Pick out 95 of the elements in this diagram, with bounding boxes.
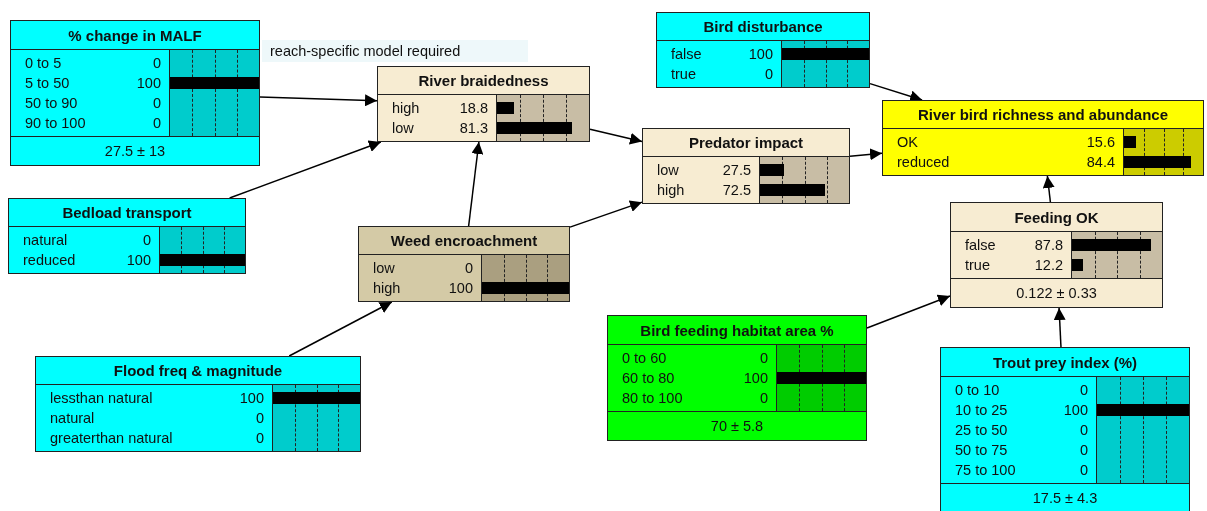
state-value: 0 — [255, 410, 264, 426]
state-label: low — [392, 120, 414, 136]
node-box — [35, 356, 361, 452]
state-value: 100 — [136, 75, 161, 91]
summary-value: 27.5 ± 13 — [104, 143, 166, 159]
state-label: 10 to 25 — [955, 402, 1008, 418]
state-label: 0 to 5 — [25, 55, 62, 71]
state-value: 0 — [1079, 422, 1088, 438]
state-value: 0 — [152, 55, 161, 71]
node-title: Flood freq & magnitude — [113, 362, 283, 379]
node-box — [940, 347, 1190, 511]
node-title: River bird richness and abundance — [917, 106, 1169, 123]
state-label: low — [657, 162, 679, 178]
state-label: 80 to 100 — [622, 390, 683, 406]
arrow — [288, 301, 393, 357]
state-label: reduced — [23, 252, 76, 268]
arrow — [1053, 307, 1066, 348]
state-value: 0 — [759, 390, 768, 406]
state-label: natural — [23, 232, 68, 248]
node-box — [607, 315, 867, 441]
arrow — [589, 128, 643, 145]
state-value: 100 — [743, 370, 768, 386]
node-box — [358, 226, 570, 302]
state-label: true — [671, 66, 696, 82]
state-value: 81.3 — [459, 120, 488, 136]
state-value: 0 — [152, 115, 161, 131]
state-value: 0 — [142, 232, 151, 248]
state-value: 100 — [239, 390, 264, 406]
summary-value: 17.5 ± 4.3 — [1032, 490, 1098, 506]
node-title: Predator impact — [688, 134, 804, 151]
arrow — [849, 148, 883, 161]
state-value: 100 — [126, 252, 151, 268]
node-title: Bird feeding habitat area % — [640, 321, 834, 339]
state-label: 75 to 100 — [955, 462, 1016, 478]
summary-value: 0.122 ± 0.33 — [1016, 285, 1097, 301]
state-label: 90 to 100 — [25, 115, 86, 131]
note-label: reach-specific model required — [262, 40, 528, 62]
state-label: greaterthan natural — [50, 430, 173, 446]
node-title: % change in MALF — [68, 26, 202, 44]
state-label: OK — [897, 134, 918, 150]
state-label: high — [392, 100, 420, 116]
state-value: 100 — [448, 280, 473, 296]
state-value: 72.5 — [722, 182, 751, 198]
arrow — [569, 200, 643, 228]
state-value: 0 — [759, 350, 768, 366]
summary-value: 70 ± 5.8 — [710, 418, 764, 434]
arrow — [228, 140, 382, 199]
state-value: 0 — [764, 66, 773, 82]
node-box — [642, 128, 850, 204]
state-value: 0 — [464, 260, 473, 276]
state-label: false — [965, 237, 996, 253]
state-label: reduced — [897, 154, 950, 170]
node-box — [656, 12, 870, 88]
node-title: Weed encroachment — [390, 232, 538, 249]
state-value: 0 — [255, 430, 264, 446]
state-label: high — [373, 280, 401, 296]
state-value: 100 — [1063, 402, 1088, 418]
node-title: River braidedness — [418, 72, 549, 89]
state-value: 0 — [152, 95, 161, 111]
node-title: Trout prey index (%) — [992, 353, 1138, 371]
state-value: 87.8 — [1034, 237, 1063, 253]
node-box — [10, 20, 260, 166]
state-label: low — [373, 260, 395, 276]
state-label: false — [671, 46, 702, 62]
state-label: 60 to 80 — [622, 370, 675, 386]
state-label: 0 to 10 — [955, 382, 1000, 398]
state-label: true — [965, 257, 990, 273]
state-label: lessthan natural — [50, 390, 153, 406]
node-box — [377, 66, 590, 142]
arrow — [259, 94, 378, 107]
state-value: 18.8 — [459, 100, 488, 116]
node-box — [8, 198, 246, 274]
state-label: high — [657, 182, 685, 198]
state-label: 50 to 90 — [25, 95, 78, 111]
state-value: 27.5 — [722, 162, 751, 178]
arrow — [1042, 175, 1055, 203]
state-value: 84.4 — [1086, 154, 1115, 170]
state-value: 15.6 — [1086, 134, 1115, 150]
state-value: 0 — [1079, 382, 1088, 398]
node-box — [882, 100, 1204, 176]
state-label: natural — [50, 410, 95, 426]
arrow — [467, 141, 484, 227]
state-label: 0 to 60 — [622, 350, 667, 366]
state-value: 0 — [1079, 462, 1088, 478]
state-label: 50 to 75 — [955, 442, 1008, 458]
state-value: 0 — [1079, 442, 1088, 458]
state-value: 100 — [748, 46, 773, 62]
arrow — [866, 294, 951, 329]
node-title: Feeding OK — [1014, 208, 1099, 226]
state-value: 12.2 — [1034, 257, 1063, 273]
node-box — [950, 202, 1163, 308]
node-title: Bird disturbance — [703, 18, 823, 35]
state-label: 25 to 50 — [955, 422, 1008, 438]
node-title: Bedload transport — [62, 204, 192, 221]
state-label: 5 to 50 — [25, 75, 70, 91]
